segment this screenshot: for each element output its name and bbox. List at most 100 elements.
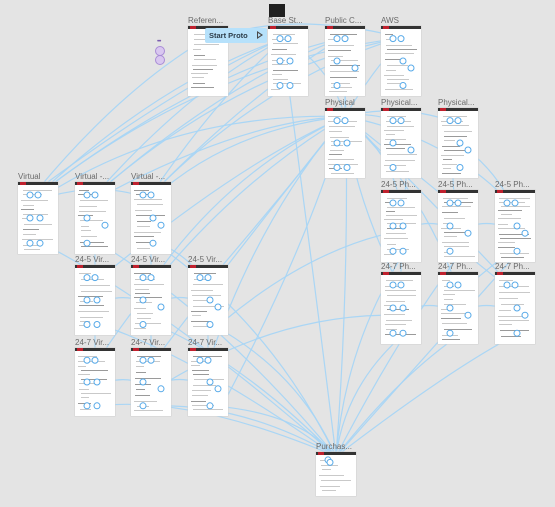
frame-title[interactable]: Virtual -... [131,172,166,181]
content-line [137,356,161,357]
content-line [384,238,408,239]
frame-title[interactable]: 24-7 Ph... [495,262,530,271]
collaborators[interactable]: ••• [154,39,166,66]
content-line [81,236,97,237]
content-line [500,330,529,331]
content-line [23,234,36,235]
content-line [329,168,342,169]
content-line [194,279,210,280]
artboard-public[interactable] [325,26,365,96]
connection-line [150,116,346,366]
frame-title[interactable]: Public C... [325,16,362,25]
frame-thumbnail[interactable] [269,4,285,17]
artboard-ph247a[interactable] [381,272,421,344]
artboard-ph245b[interactable] [438,190,478,262]
play-icon [257,31,263,39]
frame-title[interactable]: 24-5 Vir... [131,255,166,264]
content-line [384,305,392,306]
artboard-vir245a[interactable] [75,265,115,335]
artboard-physical3[interactable] [438,108,478,178]
content-line [331,87,352,88]
content-line [193,83,205,84]
artboard-ph247c[interactable] [495,272,535,344]
artboard-vir247b[interactable] [131,348,171,416]
content-line [385,59,402,60]
content-line [134,297,162,298]
frame-title[interactable]: Referen... [188,16,224,25]
frame-title[interactable]: Base St... [268,16,303,25]
content-line [194,59,216,60]
frame-title[interactable]: AWS [381,16,399,25]
artboard-ph245c[interactable] [495,190,535,262]
frame-title[interactable]: 24-5 Ph... [438,180,473,189]
avatar-icon[interactable] [155,55,165,65]
content-line [79,383,97,384]
frame-title[interactable]: Physical... [381,98,418,107]
frame-title[interactable]: 24-7 Ph... [381,262,416,271]
frame-title[interactable]: Physical [325,98,355,107]
artboard-base[interactable] [268,26,308,96]
content-line [81,370,108,371]
frame-title[interactable]: Virtual -... [75,172,110,181]
artboard-purchase[interactable] [316,452,356,496]
frame-title[interactable]: Virtual [18,172,41,181]
artboard-vir247a[interactable] [75,348,115,416]
content-line [386,211,395,212]
start-prototype-button[interactable]: Start Proto [205,28,267,43]
content-line [194,273,216,274]
artboard-virtual2[interactable] [75,182,115,254]
content-line [135,378,161,379]
content-line [387,228,404,229]
artboard-vir245b[interactable] [131,265,171,335]
content-line [136,194,148,195]
content-line [81,230,91,231]
content-line [321,465,338,466]
content-line [137,313,153,314]
frame-title[interactable]: 24-5 Vir... [188,255,223,264]
artboard-ph245a[interactable] [381,190,421,262]
content-line [498,224,508,225]
artboard-physical2[interactable] [381,108,421,178]
frame-title[interactable]: 24-7 Ph... [438,262,473,271]
connection-line [154,405,337,457]
content-line [499,234,529,235]
content-line [328,45,354,46]
frame-title[interactable]: 24-7 Vir... [131,338,166,347]
content-line [193,300,211,301]
content-line [81,279,104,280]
content-line [500,253,529,254]
content-line [441,155,464,156]
frame-title[interactable]: 24-5 Ph... [495,180,530,189]
frame-title[interactable]: Physical... [438,98,475,107]
content-line [443,116,467,117]
content-line [137,318,151,319]
content-line [387,116,406,117]
artboard-aws[interactable] [381,26,421,96]
content-line [386,233,406,234]
artboard-virtual1[interactable] [18,182,58,254]
artboard-physical[interactable] [325,108,365,178]
content-line [137,204,163,205]
content-line [271,54,296,55]
artboard-vir245c[interactable] [188,265,228,335]
frame-title[interactable]: 24-7 Vir... [75,338,110,347]
artboard-vir247c[interactable] [188,348,228,416]
frame-title[interactable]: 24-5 Vir... [75,255,110,264]
content-line [441,313,466,314]
frame-title[interactable]: Purchas... [316,442,353,451]
content-line [192,315,201,316]
content-line [498,247,515,248]
content-line [134,273,151,274]
artboard-ph247b[interactable] [438,272,478,344]
content-line [386,148,405,149]
content-line [193,284,223,285]
frame-title[interactable]: 24-5 Ph... [381,180,416,189]
content-line [135,384,151,385]
content-line [387,65,408,66]
content-line [80,242,104,243]
connection-line [37,39,205,190]
artboard-virtual3[interactable] [131,182,171,254]
frame-title[interactable]: 24-7 Vir... [188,338,223,347]
content-line [134,199,162,200]
